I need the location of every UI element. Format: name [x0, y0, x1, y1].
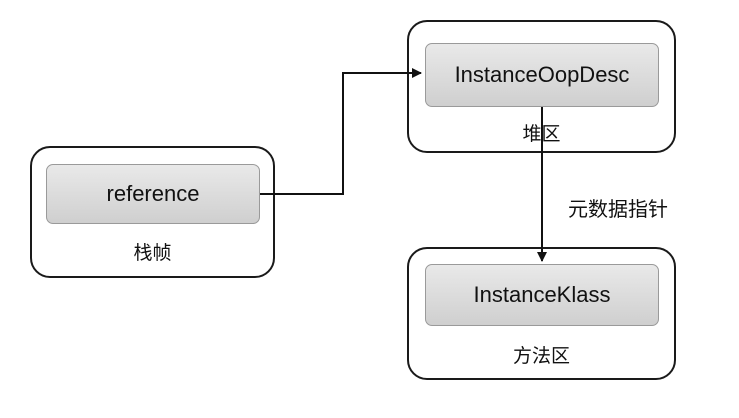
metadata-pointer-label: 元数据指针 [568, 197, 668, 221]
method-area-region: InstanceKlass 方法区 [407, 247, 676, 380]
reference-to-oop-arrow [260, 68, 422, 195]
stack-frame-region: reference 栈帧 [30, 146, 275, 278]
reference-node: reference [46, 164, 260, 224]
instance-oop-desc-node: InstanceOopDesc [425, 43, 659, 107]
stack-frame-caption: 栈帧 [133, 242, 172, 264]
instance-klass-node: InstanceKlass [425, 264, 659, 326]
method-area-caption: 方法区 [512, 345, 570, 367]
heap-region: InstanceOopDesc 堆区 [407, 20, 676, 153]
